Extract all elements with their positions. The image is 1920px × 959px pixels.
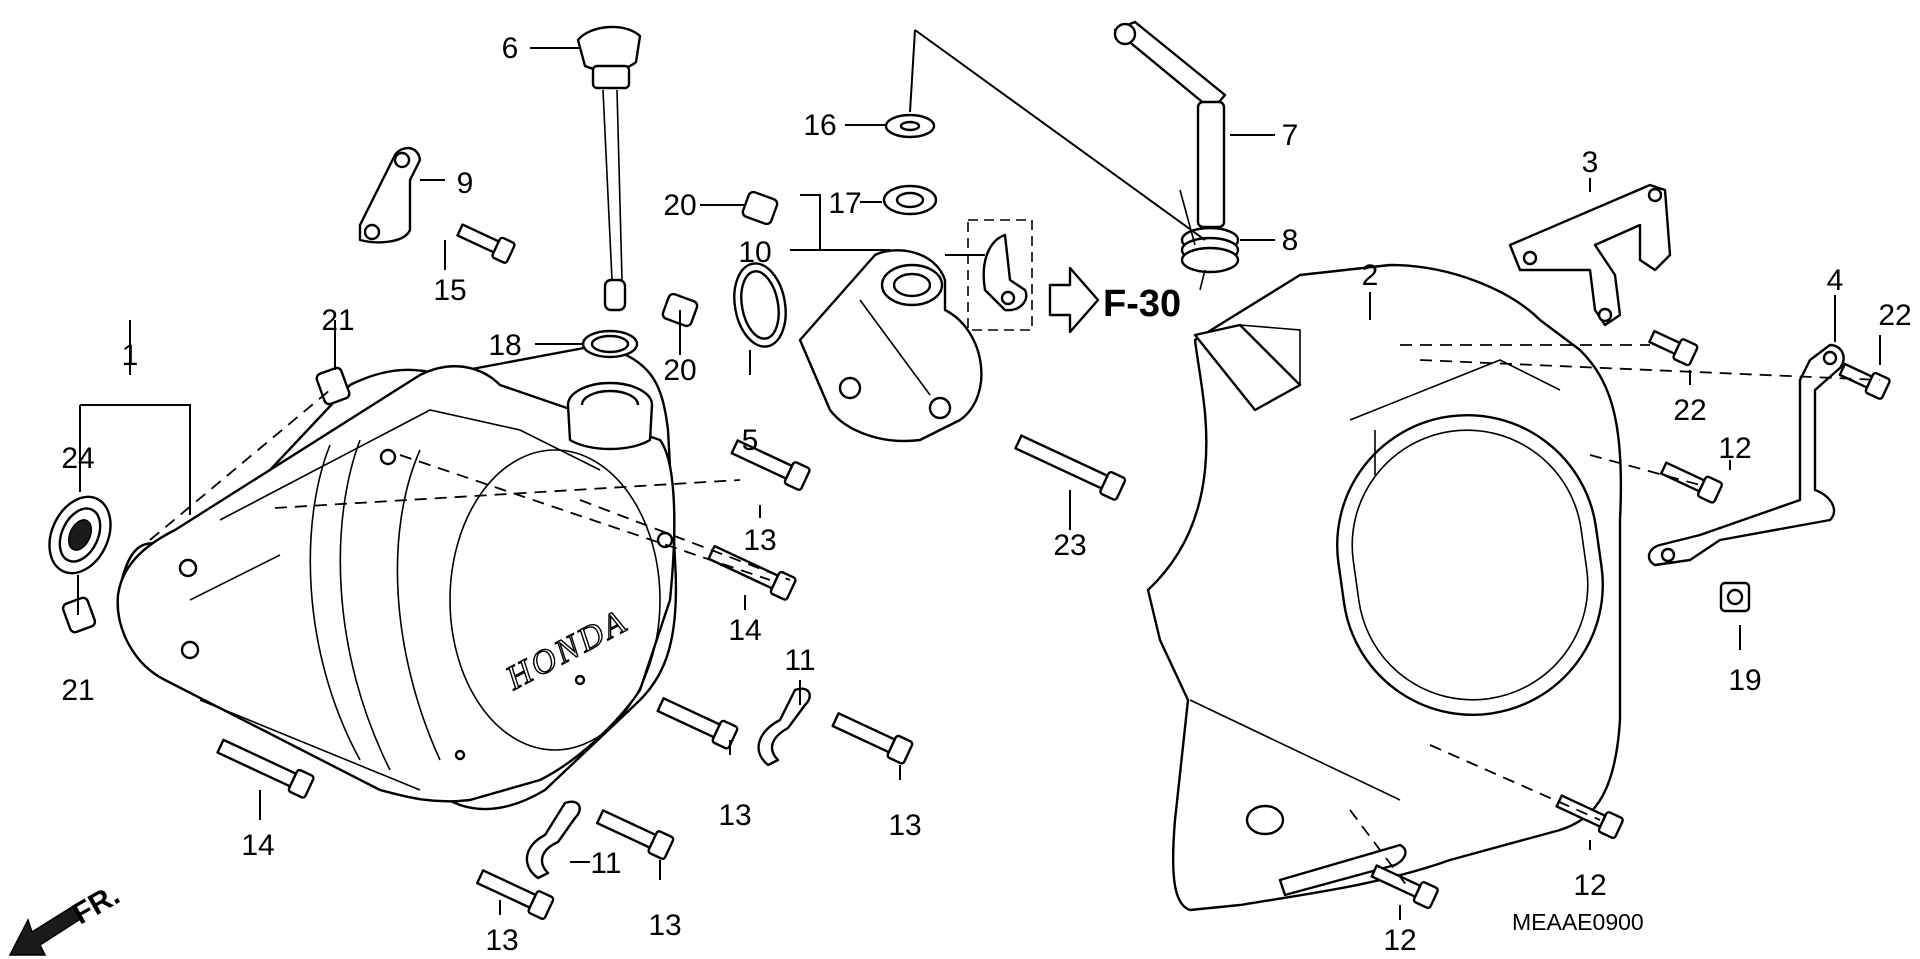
bracket-9 (358, 146, 422, 244)
diagram-code: MEAAE0900 (1512, 909, 1644, 935)
reference-label: F-30 (1103, 283, 1181, 325)
callout-17: 17 (828, 187, 861, 220)
bracket-3 (1508, 183, 1672, 327)
callout-3: 3 (1582, 146, 1599, 179)
dipstick-6 (576, 25, 642, 312)
gasket-5 (733, 262, 787, 348)
callout-10: 10 (738, 236, 771, 269)
callout-9: 9 (457, 167, 474, 200)
alignment-lines (149, 344, 1881, 891)
callout-22-right: 22 (1878, 299, 1911, 332)
callout-13-b: 13 (718, 799, 751, 832)
callout-13-d: 13 (485, 924, 518, 957)
bracket-4 (1647, 343, 1845, 567)
callout-1: 1 (122, 339, 139, 372)
callout-4: 4 (1827, 264, 1844, 297)
callout-20-lower: 20 (663, 354, 696, 387)
callout-20-upper: 20 (663, 189, 696, 222)
front-direction-indicator: FR. (8, 878, 125, 956)
callout-2: 2 (1362, 259, 1379, 292)
callout-18: 18 (488, 329, 521, 362)
callout-14-b: 14 (241, 829, 274, 862)
callout-8: 8 (1282, 224, 1299, 257)
sprocket-cover-2 (1146, 263, 1623, 912)
callout-13-a: 13 (743, 524, 776, 557)
callout-12-mid: 12 (1573, 869, 1606, 902)
callout-14-a: 14 (728, 614, 761, 647)
dowel-pins (61, 190, 779, 634)
callout-23: 23 (1053, 529, 1086, 562)
callout-12-lower: 12 (1383, 924, 1416, 957)
bearing-24 (48, 495, 112, 575)
callout-7: 7 (1282, 119, 1299, 152)
front-label: FR. (67, 878, 125, 931)
callout-13-c: 13 (888, 809, 921, 842)
callout-24: 24 (61, 442, 94, 475)
callout-6: 6 (502, 32, 519, 65)
clip-11-lower (525, 800, 581, 880)
callout-16: 16 (803, 109, 836, 142)
lifter-housing-10 (798, 249, 983, 443)
callout-21-lower: 21 (61, 674, 94, 707)
callout-22-left: 22 (1673, 394, 1706, 427)
callout-5: 5 (742, 424, 759, 457)
arrow-icon (1048, 266, 1100, 334)
callout-numbers: 1 24 21 21 6 9 15 18 20 20 16 17 10 5 13… (61, 32, 1911, 957)
callout-13-e: 13 (648, 909, 681, 942)
left-crankcase-cover: HONDA (116, 343, 678, 811)
leader-lines (77, 29, 1881, 920)
lifter-arm-7 (1113, 20, 1227, 229)
callout-15: 15 (433, 274, 466, 307)
callout-11-lower: 11 (590, 847, 621, 880)
callout-21-upper: 21 (321, 304, 354, 337)
clip-11-upper (757, 687, 811, 767)
front-arrow-icon (8, 903, 83, 956)
callout-12-upper: 12 (1718, 432, 1751, 465)
callout-19: 19 (1728, 664, 1761, 697)
callout-11-upper: 11 (784, 644, 815, 677)
